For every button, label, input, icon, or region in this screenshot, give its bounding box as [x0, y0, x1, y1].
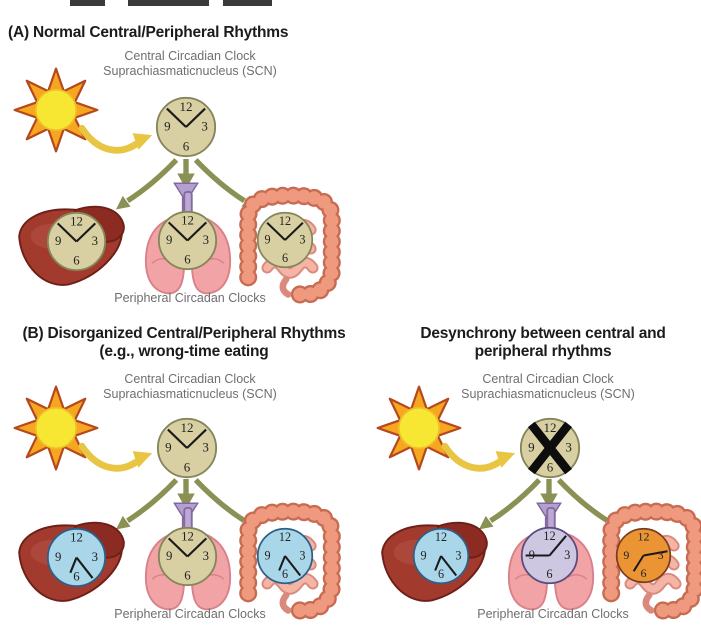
- svg-text:12: 12: [543, 420, 556, 435]
- panel-a-subtitle: Central Circadian Clock Suprachiasmaticn…: [40, 49, 340, 79]
- cropped-text-remnant: [70, 0, 105, 6]
- light-input-arrow-icon: [78, 440, 156, 474]
- panel-b-subtitle: Central Circadian Clock Suprachiasmaticn…: [40, 372, 340, 402]
- svg-text:6: 6: [184, 253, 191, 267]
- svg-text:12: 12: [70, 215, 83, 229]
- light-input-arrow-icon: [441, 440, 519, 474]
- central-clock-label: Central Circadian Clock: [124, 372, 256, 386]
- panel-c-title-line2: peripheral rhythms: [474, 343, 612, 360]
- central-clock-label: Central Circadian Clock: [124, 49, 256, 63]
- scn-label: Suprachiasmaticnucleus (SCN): [103, 64, 277, 78]
- svg-text:3: 3: [203, 233, 209, 247]
- svg-text:9: 9: [265, 232, 271, 246]
- panel-c-caption: Peripheral Circadan Clocks: [477, 607, 629, 621]
- svg-text:6: 6: [282, 251, 288, 265]
- svg-text:6: 6: [547, 460, 554, 475]
- svg-text:3: 3: [658, 548, 664, 562]
- svg-text:6: 6: [641, 566, 647, 580]
- panel-c-title-line1: Desynchrony between central and: [420, 325, 666, 342]
- panel-a-title: (A) Normal Central/Peripheral Rhythms: [8, 24, 289, 41]
- panel-c-subtitle: Central Circadian Clock Suprachiasmaticn…: [398, 372, 698, 402]
- central-clock-label: Central Circadian Clock: [482, 372, 614, 386]
- panel-b-title: (B) Disorganized Central/Peripheral Rhyt…: [0, 325, 368, 361]
- light-input-arrow-icon: [78, 122, 156, 156]
- cropped-text-remnant: [223, 0, 272, 6]
- svg-text:12: 12: [181, 530, 194, 544]
- svg-text:12: 12: [180, 420, 193, 435]
- svg-text:12: 12: [435, 530, 447, 544]
- svg-text:3: 3: [299, 232, 305, 246]
- svg-text:9: 9: [55, 550, 61, 564]
- svg-text:3: 3: [299, 548, 305, 562]
- panel-b-title-line1: (B) Disorganized Central/Peripheral Rhyt…: [22, 325, 346, 342]
- svg-text:3: 3: [565, 440, 572, 455]
- svg-text:12: 12: [279, 214, 291, 228]
- svg-text:3: 3: [564, 548, 570, 562]
- svg-text:12: 12: [179, 99, 192, 114]
- svg-text:9: 9: [55, 234, 61, 248]
- svg-text:12: 12: [70, 531, 83, 545]
- svg-text:6: 6: [282, 567, 288, 581]
- svg-text:6: 6: [546, 567, 552, 581]
- svg-text:9: 9: [164, 119, 171, 134]
- svg-text:12: 12: [638, 530, 650, 544]
- svg-text:6: 6: [183, 139, 190, 154]
- svg-text:3: 3: [201, 119, 208, 134]
- svg-text:9: 9: [528, 440, 535, 455]
- svg-text:6: 6: [438, 567, 444, 581]
- panel-b-caption: Peripheral Circadan Clocks: [114, 607, 266, 621]
- svg-text:9: 9: [166, 233, 172, 247]
- panel-b-title-line2: (e.g., wrong-time eating: [99, 343, 269, 360]
- svg-text:9: 9: [166, 549, 172, 563]
- svg-text:9: 9: [421, 548, 427, 562]
- svg-text:12: 12: [181, 214, 194, 228]
- svg-text:9: 9: [265, 548, 271, 562]
- svg-text:12: 12: [279, 530, 291, 544]
- panel-c-title: Desynchrony between central and peripher…: [385, 325, 701, 361]
- svg-text:3: 3: [202, 440, 209, 455]
- panel-a-caption: Peripheral Circadan Clocks: [114, 291, 266, 305]
- svg-text:3: 3: [92, 234, 98, 248]
- svg-text:3: 3: [92, 550, 98, 564]
- svg-text:6: 6: [73, 570, 80, 584]
- cropped-text-remnant: [128, 0, 209, 6]
- scn-label: Suprachiasmaticnucleus (SCN): [461, 387, 635, 401]
- svg-text:6: 6: [73, 254, 80, 268]
- svg-text:6: 6: [184, 460, 191, 475]
- svg-text:3: 3: [455, 548, 461, 562]
- svg-text:9: 9: [165, 440, 172, 455]
- svg-text:6: 6: [184, 569, 191, 583]
- svg-text:12: 12: [543, 529, 555, 543]
- svg-text:9: 9: [623, 548, 629, 562]
- scn-label: Suprachiasmaticnucleus (SCN): [103, 387, 277, 401]
- svg-text:3: 3: [203, 549, 209, 563]
